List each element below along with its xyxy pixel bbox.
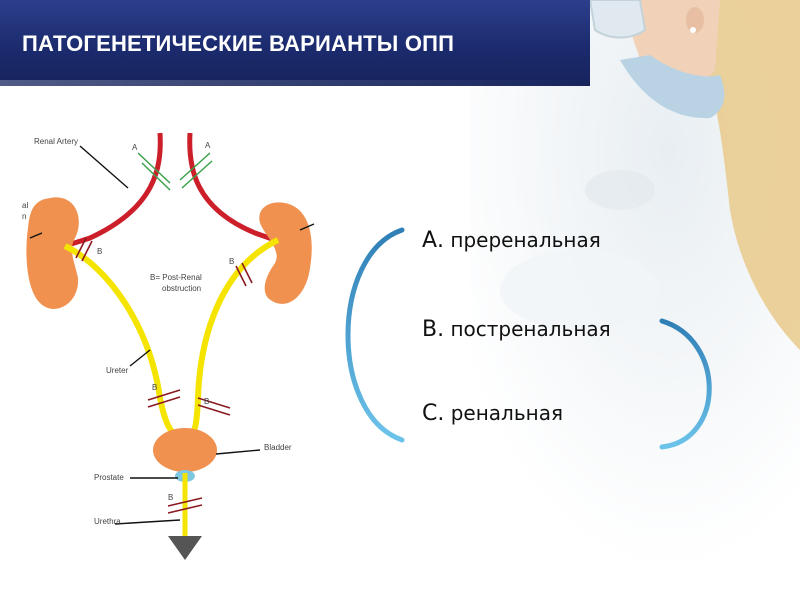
urethra-outlet xyxy=(168,536,202,560)
left-ureter xyxy=(63,243,182,441)
label-kidney-partial-top: al xyxy=(22,201,28,210)
right-kidney xyxy=(259,202,312,304)
label-b-left-kidney: B xyxy=(97,247,102,256)
label-post-renal-line1: B= Post-Renal xyxy=(150,273,202,282)
label-a-right: A xyxy=(205,141,211,150)
variants-panel: А. преренальная В. постренальная С. рена… xyxy=(340,225,740,455)
slide-title: ПАТОГЕНЕТИЧЕСКИЕ ВАРИАНТЫ ОПП xyxy=(22,31,455,56)
obstruction-marks xyxy=(75,237,253,514)
variant-text: постренальная xyxy=(450,317,611,341)
variant-text: преренальная xyxy=(450,228,601,252)
label-arrows xyxy=(29,145,315,525)
variant-text: ренальная xyxy=(450,401,563,425)
bladder xyxy=(153,428,217,472)
right-arc xyxy=(659,318,712,450)
label-b-urethra: B xyxy=(168,493,173,502)
label-post-renal-line2: obstruction xyxy=(162,284,201,293)
label-ureter: Ureter xyxy=(106,366,129,375)
variant-item-b: В. постренальная xyxy=(422,317,611,342)
right-renal-artery xyxy=(187,132,276,243)
right-ureter xyxy=(187,237,280,441)
background-photo xyxy=(470,0,800,600)
left-arc xyxy=(345,227,405,443)
label-renal-artery: Renal Artery xyxy=(34,137,78,146)
label-prostate: Prostate xyxy=(94,473,124,482)
left-kidney xyxy=(26,197,79,309)
variant-letter: А. xyxy=(422,228,445,253)
label-kidney-partial-bottom: n xyxy=(22,212,26,221)
variant-letter: В. xyxy=(422,317,445,342)
left-renal-artery xyxy=(64,132,163,249)
urinary-tract-diagram: Renal Artery al n A A B B B= Post-Renal … xyxy=(22,132,315,560)
variant-letter: С. xyxy=(422,401,445,426)
label-a-left: A xyxy=(132,143,138,152)
label-b-ureter-right: B xyxy=(204,397,209,406)
artery-a-marks xyxy=(137,152,213,191)
title-bar: ПАТОГЕНЕТИЧЕСКИЕ ВАРИАНТЫ ОПП xyxy=(0,0,590,86)
blue-arcs xyxy=(345,227,712,450)
label-b-ureter-left: B xyxy=(152,383,157,392)
variant-item-a: А. преренальная xyxy=(422,228,601,253)
label-b-right-kidney: B xyxy=(229,257,234,266)
variant-item-c: С. ренальная xyxy=(422,401,563,426)
label-bladder: Bladder xyxy=(264,443,292,452)
label-urethra: Urethra xyxy=(94,517,121,526)
